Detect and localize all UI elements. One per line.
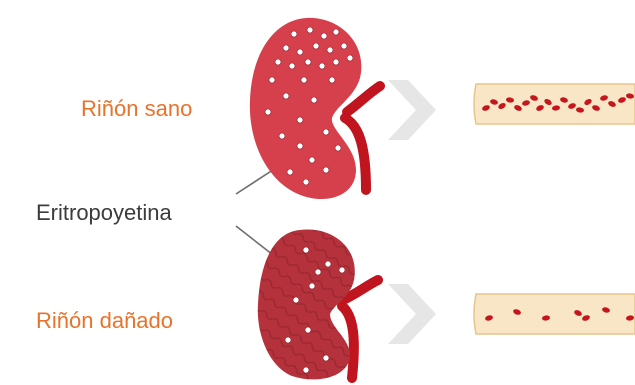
- erythropoietin-label: Eritropoyetina: [36, 200, 172, 226]
- damaged-kidney: [258, 230, 378, 380]
- healthy-kidney-label: Riñón sano: [81, 96, 192, 122]
- chevron-right-icon: [388, 284, 436, 344]
- blood-vessel-damaged: [474, 294, 635, 334]
- chevron-right-icon: [388, 80, 436, 140]
- blood-vessel-healthy: [474, 84, 635, 124]
- damaged-kidney-label: Riñón dañado: [36, 308, 173, 334]
